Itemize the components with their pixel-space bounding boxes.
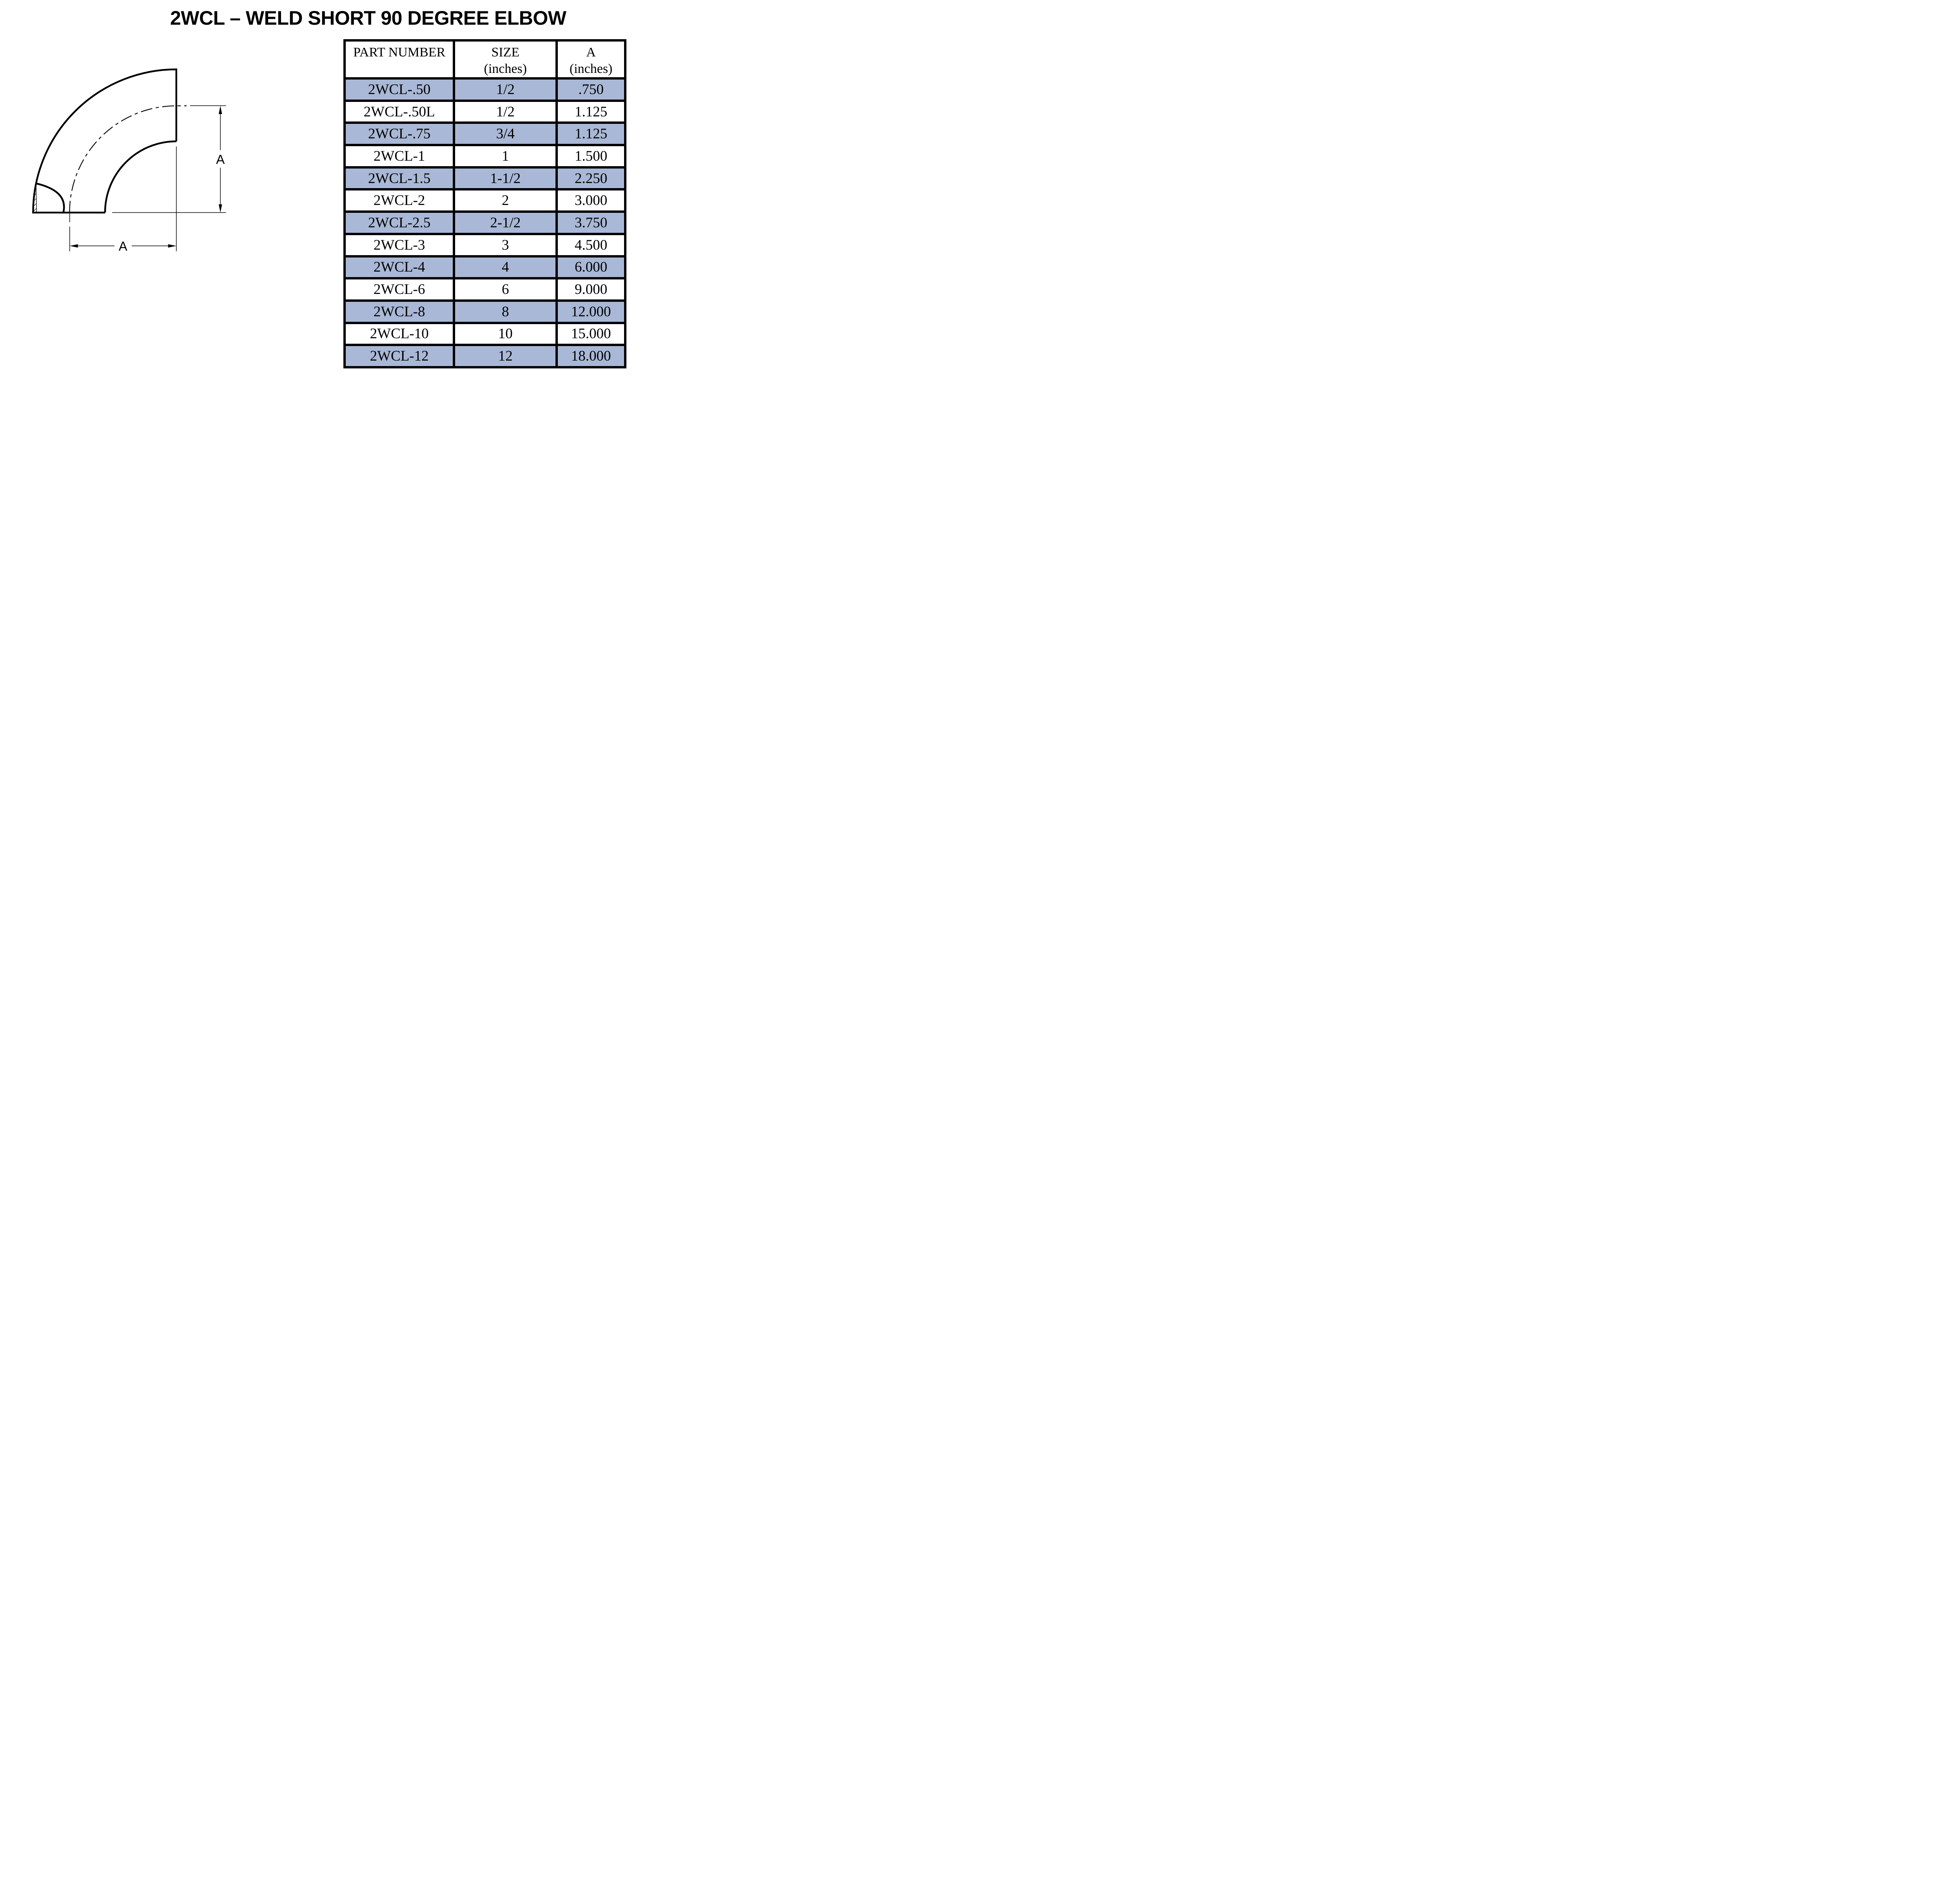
a-dimension-cell: 3.750: [555, 210, 626, 235]
a-dimension-cell: 3.000: [555, 188, 626, 213]
a-dimension-cell: 15.000: [555, 321, 626, 346]
spec-sheet-page: 2WCL – WELD SHORT 90 DEGREE ELBOW A: [0, 0, 627, 377]
column-header-size: SIZE (inches): [453, 39, 558, 80]
a-dimension-cell: 9.000: [555, 277, 626, 302]
lower-end-face-arc: [36, 182, 65, 213]
part-number-cell: 2WCL-.50L: [343, 99, 456, 124]
spec-table: PART NUMBER SIZE (inches) A (inches) 2WC…: [343, 39, 626, 368]
vertical-dim-label: A: [216, 152, 225, 167]
outer-arc: [32, 68, 176, 213]
a-dimension-cell: 6.000: [555, 255, 626, 280]
column-header-line2: (inches): [569, 62, 613, 76]
part-number-cell: 2WCL-.75: [343, 121, 456, 147]
centerline-arc: [69, 105, 187, 213]
column-header-line2: [347, 61, 452, 76]
size-cell: 3: [453, 232, 558, 257]
a-dimension-cell: 18.000: [555, 344, 626, 368]
part-number-cell: 2WCL-4: [343, 255, 456, 280]
size-cell: 10: [453, 321, 558, 346]
size-cell: 2: [453, 188, 558, 213]
column-header-part-number: PART NUMBER: [343, 39, 456, 80]
size-cell: 4: [453, 255, 558, 280]
page-title: 2WCL – WELD SHORT 90 DEGREE ELBOW: [170, 7, 566, 29]
size-cell: 1-1/2: [453, 166, 558, 191]
a-dimension-cell: 1.125: [555, 121, 626, 147]
column-header-a-dimension: A (inches): [555, 39, 626, 80]
a-dimension-cell: 2.250: [555, 166, 626, 191]
part-number-cell: 2WCL-6: [343, 277, 456, 302]
a-dimension-cell: 4.500: [555, 232, 626, 257]
part-number-cell: 2WCL-10: [343, 321, 456, 346]
column-header-line1: SIZE: [491, 45, 520, 60]
arrowhead-down-icon: [218, 204, 222, 213]
size-cell: 1/2: [453, 99, 558, 124]
arrowhead-right-icon: [168, 244, 176, 248]
part-number-cell: 2WCL-.50: [343, 77, 456, 102]
size-cell: 12: [453, 344, 558, 368]
arrowhead-left-icon: [69, 244, 78, 248]
part-number-cell: 2WCL-8: [343, 299, 456, 324]
a-dimension-cell: 1.125: [555, 99, 626, 124]
part-number-cell: 2WCL-2.5: [343, 210, 456, 235]
a-dimension-cell: .750: [555, 77, 626, 102]
size-cell: 3/4: [453, 121, 558, 147]
size-cell: 8: [453, 299, 558, 324]
size-cell: 2-1/2: [453, 210, 558, 235]
column-header-line2: (inches): [484, 62, 527, 76]
elbow-diagram: A A: [32, 68, 226, 254]
size-cell: 1/2: [453, 77, 558, 102]
part-number-cell: 2WCL-12: [343, 344, 456, 368]
column-header-line1: PART NUMBER: [353, 45, 446, 60]
a-dimension-cell: 1.500: [555, 144, 626, 169]
part-number-cell: 2WCL-2: [343, 188, 456, 213]
a-dimension-cell: 12.000: [555, 299, 626, 324]
table-header-row: PART NUMBER SIZE (inches) A (inches): [343, 39, 626, 80]
part-number-cell: 2WCL-1: [343, 144, 456, 169]
arrowhead-up-icon: [218, 106, 222, 114]
size-cell: 6: [453, 277, 558, 302]
part-number-cell: 2WCL-3: [343, 232, 456, 257]
size-cell: 1: [453, 144, 558, 169]
column-header-line1: A: [586, 45, 596, 60]
horizontal-dim-label: A: [119, 239, 127, 254]
inner-arc: [104, 140, 176, 213]
part-number-cell: 2WCL-1.5: [343, 166, 456, 191]
